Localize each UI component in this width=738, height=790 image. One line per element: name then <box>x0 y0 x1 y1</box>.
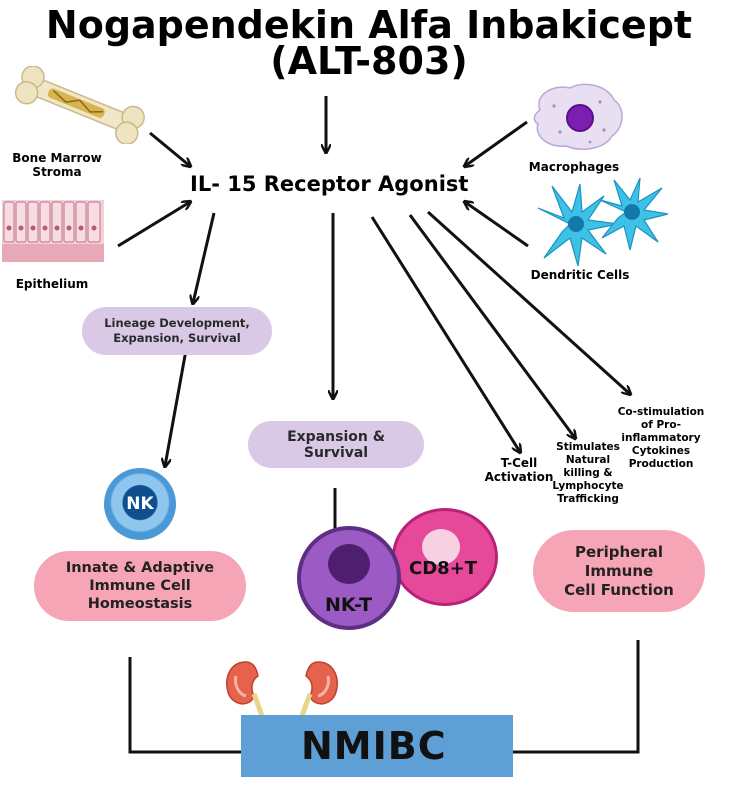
tcell-activation-label: T-Cell Activation <box>484 456 554 484</box>
title-line-2: (ALT-803) <box>270 39 468 83</box>
bone-marrow-stroma-label: Bone Marrow Stroma <box>12 151 102 179</box>
dendritic-cells-label: Dendritic Cells <box>530 268 630 282</box>
peripheral-immune-function-box: Peripheral Immune Cell Function <box>533 530 705 612</box>
il15-receptor-agonist-label: IL- 15 Receptor Agonist <box>190 172 469 196</box>
expansion-survival-label: Expansion & Survival <box>287 428 385 461</box>
epithelium-icon <box>2 200 104 262</box>
cd8-t-cell: CD8+T <box>392 508 498 606</box>
macrophage-icon <box>533 83 623 150</box>
arrow-agonist-to-lineage <box>193 212 216 303</box>
bone-icon <box>14 66 145 144</box>
nk-t-cell-nucleus <box>328 544 370 584</box>
macrophages-label: Macrophages <box>528 160 620 174</box>
nk-t-cell-label: NK-T <box>325 594 373 616</box>
innate-adaptive-homeostasis-box: Innate & Adaptive Immune Cell Homeostasi… <box>34 551 246 621</box>
nmibc-label: NMIBC <box>301 724 447 768</box>
cd8-t-cell-nucleus <box>422 529 460 565</box>
arrow-agonist-to-tcell <box>370 216 520 452</box>
arrow-agonist-to-costim <box>426 210 630 394</box>
connector-peripheral-to-nmibc <box>513 640 640 754</box>
cd8-t-cell-label: CD8+T <box>409 558 478 579</box>
nmibc-box: NMIBC <box>241 715 513 777</box>
nk-cell-label: NK <box>126 494 154 514</box>
peripheral-immune-function-label: Peripheral Immune Cell Function <box>564 542 674 599</box>
arrow-macrophage-to-agonist <box>465 120 528 166</box>
title-line-1: Nogapendekin Alfa Inbakicept <box>45 3 693 47</box>
epithelium-label: Epithelium <box>15 277 89 291</box>
arrow-agonist-to-stimulates <box>408 214 575 438</box>
nk-cell: NK <box>104 468 176 540</box>
lineage-development-box: Lineage Development, Expansion, Survival <box>82 307 272 355</box>
lineage-development-label: Lineage Development, Expansion, Survival <box>104 316 250 345</box>
innate-adaptive-homeostasis-label: Innate & Adaptive Immune Cell Homeostasi… <box>65 560 215 612</box>
arrow-lineage-to-nk <box>165 349 188 466</box>
stimulates-natural-killing-label: Stimulates Natural killing & Lymphocyte … <box>552 441 624 505</box>
costimulation-cytokines-label: Co-stimulation of Pro- inflammatory Cyto… <box>617 406 705 470</box>
arrow-dendritic-to-agonist <box>465 202 529 248</box>
dendritic-cell-icon <box>537 178 669 267</box>
nk-t-cell: NK-T <box>297 526 401 630</box>
arrow-bone-to-agonist <box>149 131 190 166</box>
expansion-survival-box: Expansion & Survival <box>248 421 424 468</box>
connector-innate-to-nmibc <box>128 657 241 754</box>
arrow-epithelium-to-agonist <box>117 202 190 248</box>
